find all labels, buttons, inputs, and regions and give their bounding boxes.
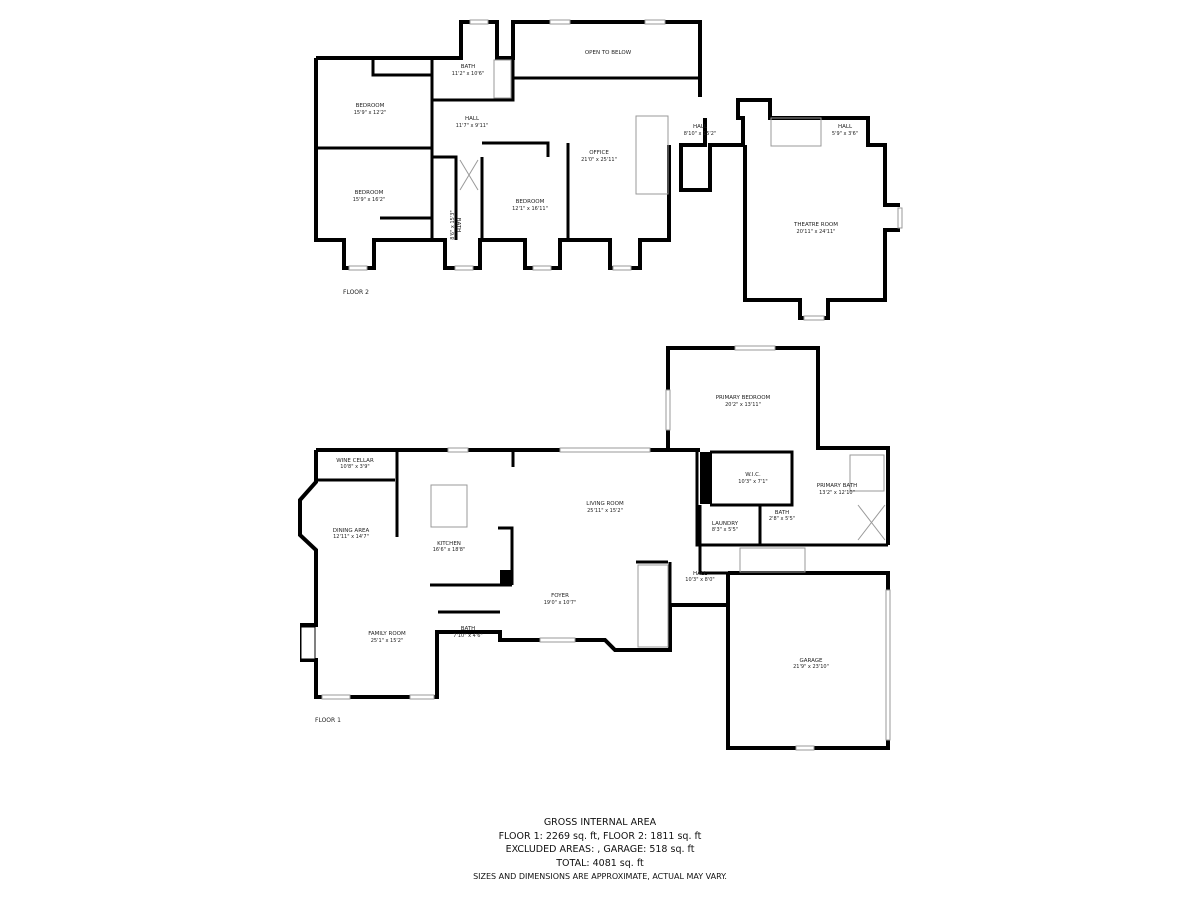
svg-text:16'6" x 18'8": 16'6" x 18'8" [433, 547, 466, 553]
svg-text:BATH: BATH [775, 510, 790, 516]
kitchen-island [430, 484, 468, 528]
svg-text:OFFICE: OFFICE [589, 150, 609, 156]
svg-text:OPEN TO BELOW: OPEN TO BELOW [585, 50, 632, 56]
floor-2-label: FLOOR 2 [343, 289, 369, 296]
svg-text:FOYER: FOYER [551, 593, 569, 599]
svg-text:BEDROOM: BEDROOM [516, 199, 545, 205]
floor-2-walls [314, 20, 900, 320]
svg-text:HALL: HALL [838, 124, 853, 130]
svg-text:21'0" x 25'11": 21'0" x 25'11" [581, 157, 617, 163]
svg-text:11'7" x 9'11": 11'7" x 9'11" [456, 123, 489, 129]
staircase [739, 547, 806, 573]
svg-text:BATH: BATH [461, 64, 476, 70]
svg-text:25'1" x 15'2": 25'1" x 15'2" [371, 638, 404, 644]
svg-text:LIVING ROOM: LIVING ROOM [586, 501, 624, 507]
svg-text:BEDROOM: BEDROOM [355, 190, 384, 196]
staircase [770, 117, 822, 147]
svg-text:25'11" x 15'2": 25'11" x 15'2" [587, 508, 623, 514]
floor-1-walls [298, 346, 890, 750]
svg-text:5'9" x 3'6": 5'9" x 3'6" [832, 131, 858, 137]
svg-text:2'8" x 5'5": 2'8" x 5'5" [769, 516, 795, 522]
svg-text:BATH: BATH [461, 626, 476, 632]
staircase [635, 115, 669, 195]
floor-1-interior-walls [316, 448, 888, 650]
svg-text:HALL: HALL [465, 116, 480, 122]
svg-text:8'3" x 5'5": 8'3" x 5'5" [712, 527, 738, 533]
svg-text:20'11" x 24'11": 20'11" x 24'11" [797, 229, 836, 235]
svg-text:8'10" x 15'2": 8'10" x 15'2" [684, 131, 717, 137]
summary-title: GROSS INTERNAL AREA [543, 817, 657, 828]
svg-text:10'3" x 7'1": 10'3" x 7'1" [738, 479, 767, 485]
svg-text:THEATRE ROOM: THEATRE ROOM [793, 222, 838, 228]
svg-text:FAMILY ROOM: FAMILY ROOM [368, 631, 406, 637]
svg-text:10'8" x 3'9": 10'8" x 3'9" [340, 464, 369, 470]
summary-total: TOTAL: 4081 sq. ft [556, 857, 644, 869]
svg-text:13'2" x 12'10": 13'2" x 12'10" [819, 490, 855, 496]
svg-text:11'2" x 10'6": 11'2" x 10'6" [452, 71, 485, 77]
summary-floors: FLOOR 1: 2269 sq. ft, FLOOR 2: 1811 sq. … [498, 830, 702, 842]
svg-text:15'9" x 16'2": 15'9" x 16'2" [353, 197, 386, 203]
svg-text:12'1" x 16'11": 12'1" x 16'11" [512, 206, 548, 212]
svg-text:DINING AREA: DINING AREA [333, 528, 370, 534]
summary-excluded: EXCLUDED AREAS: , GARAGE: 518 sq. ft [505, 844, 695, 855]
svg-text:LAUNDRY: LAUNDRY [712, 521, 739, 527]
svg-text:HALL: HALL [693, 124, 708, 130]
area-summary: GROSS INTERNAL AREA FLOOR 1: 2269 sq. ft… [0, 816, 1200, 884]
svg-text:10'3" x 8'0": 10'3" x 8'0" [685, 577, 714, 583]
svg-text:WINE CELLAR: WINE CELLAR [336, 458, 374, 464]
bathtub [849, 454, 885, 492]
svg-text:PRIMARY BEDROOM: PRIMARY BEDROOM [716, 395, 771, 401]
svg-text:19'0" x 10'7": 19'0" x 10'7" [544, 600, 577, 606]
svg-text:7'10" x 4'6": 7'10" x 4'6" [453, 633, 482, 639]
svg-text:12'11" x 14'7": 12'11" x 14'7" [333, 534, 369, 540]
svg-text:KITCHEN: KITCHEN [437, 541, 461, 547]
svg-text:BATH: BATH [455, 218, 461, 233]
svg-text:21'9" x 23'10": 21'9" x 23'10" [793, 664, 829, 670]
staircase [637, 564, 669, 648]
svg-text:20'2" x 13'11": 20'2" x 13'11" [725, 402, 761, 408]
svg-text:HALL: HALL [693, 571, 708, 577]
svg-text:PRIMARY BATH: PRIMARY BATH [817, 483, 857, 489]
svg-text:GARAGE: GARAGE [799, 658, 823, 664]
summary-note: SIZES AND DIMENSIONS ARE APPROXIMATE, AC… [473, 872, 727, 881]
svg-text:BEDROOM: BEDROOM [356, 103, 385, 109]
floor-2-interior-walls [316, 58, 700, 240]
floor-1-label: FLOOR 1 [315, 717, 341, 724]
floor-2-plan [314, 19, 903, 321]
bathtub [493, 59, 512, 99]
svg-text:W.I.C.: W.I.C. [745, 472, 761, 478]
svg-text:15'9" x 12'2": 15'9" x 12'2" [354, 110, 387, 116]
svg-text:8'6" x 15'3": 8'6" x 15'3" [450, 210, 456, 239]
floor-1-plan [298, 345, 891, 751]
fireplace [300, 626, 316, 660]
